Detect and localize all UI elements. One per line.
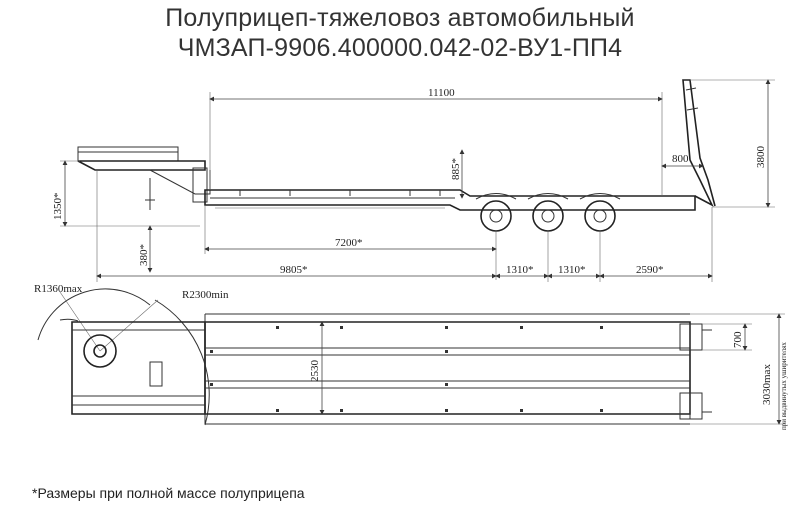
rear-ramp-top [679,323,712,420]
title-line-1: Полуприцеп-тяжеловоз автомобильный [165,4,635,32]
gooseneck-rail [77,146,179,162]
label-radius-turn: R2300min [182,289,229,301]
footnote: *Размеры при полной массе полуприцепа [32,485,305,501]
label-radius-front: R1360max [34,283,83,295]
deck-top [204,321,691,415]
wheel-2 [532,200,564,232]
kingpin-icon [83,334,117,368]
wheel-1 [480,200,512,232]
wheel-3 [584,200,616,232]
dim-axle-base-1: 1310* [506,264,534,276]
dim-axle-base-2: 1310* [558,264,586,276]
dim-width-note: при выдвинутых уширителях [780,342,788,430]
top-view: R1360max R2300min [34,283,788,430]
rear-ramp [682,79,716,207]
dim-kingpin-to-axle: 9805* [280,264,308,276]
dim-deck-height: 885* [450,158,462,180]
dim-platform-height: 380* [138,244,150,266]
dim-width-inner: 2530 [309,360,321,383]
support-leg [192,167,208,203]
dim-front-height: 1350* [52,193,64,221]
dim-ramp-width: 700 [732,331,744,348]
deck [204,189,696,211]
dim-overall-length: 11100 [428,87,455,99]
title-line-2: ЧМЗАП-9906.400000.042-02-ВУ1-ПП4 [177,34,623,62]
gooseneck-top [71,321,206,415]
dim-platform-length: 7200* [335,237,363,249]
gooseneck-body [77,160,206,171]
dim-height-total: 3800 [755,146,767,169]
dim-ramp-offset: 800 [672,153,689,165]
side-view: 11100 800 3800 885* 1350* 380* 7200* 980… [52,79,775,282]
dim-rear-overhang: 2590* [636,264,664,276]
dim-width-max: 3030max [761,364,773,405]
